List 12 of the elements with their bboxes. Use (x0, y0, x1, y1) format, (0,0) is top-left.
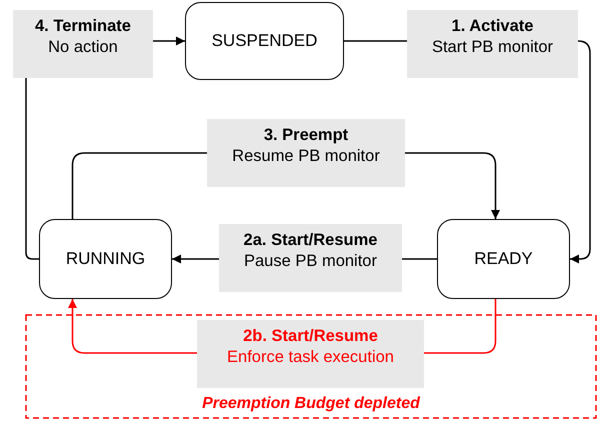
edge-label: 1. Activate Start PB monitor (407, 10, 578, 78)
edge-label: 2a. Start/Resume Pause PB monitor (219, 224, 402, 292)
state-box (437, 219, 570, 299)
state-name: SUSPENDED (212, 31, 318, 51)
region-caption: Preemption Budget depleted (201, 395, 422, 413)
edge-label: 3. Preempt Resume PB monitor (207, 119, 405, 187)
state-name: RUNNING (66, 249, 146, 269)
edge-label: 4. Terminate No action (13, 10, 153, 78)
state-box (39, 219, 172, 299)
state-name: READY (474, 249, 533, 269)
state-box (185, 2, 344, 80)
edge-label: 2b. Start/Resume Enforce task execution (197, 320, 424, 388)
